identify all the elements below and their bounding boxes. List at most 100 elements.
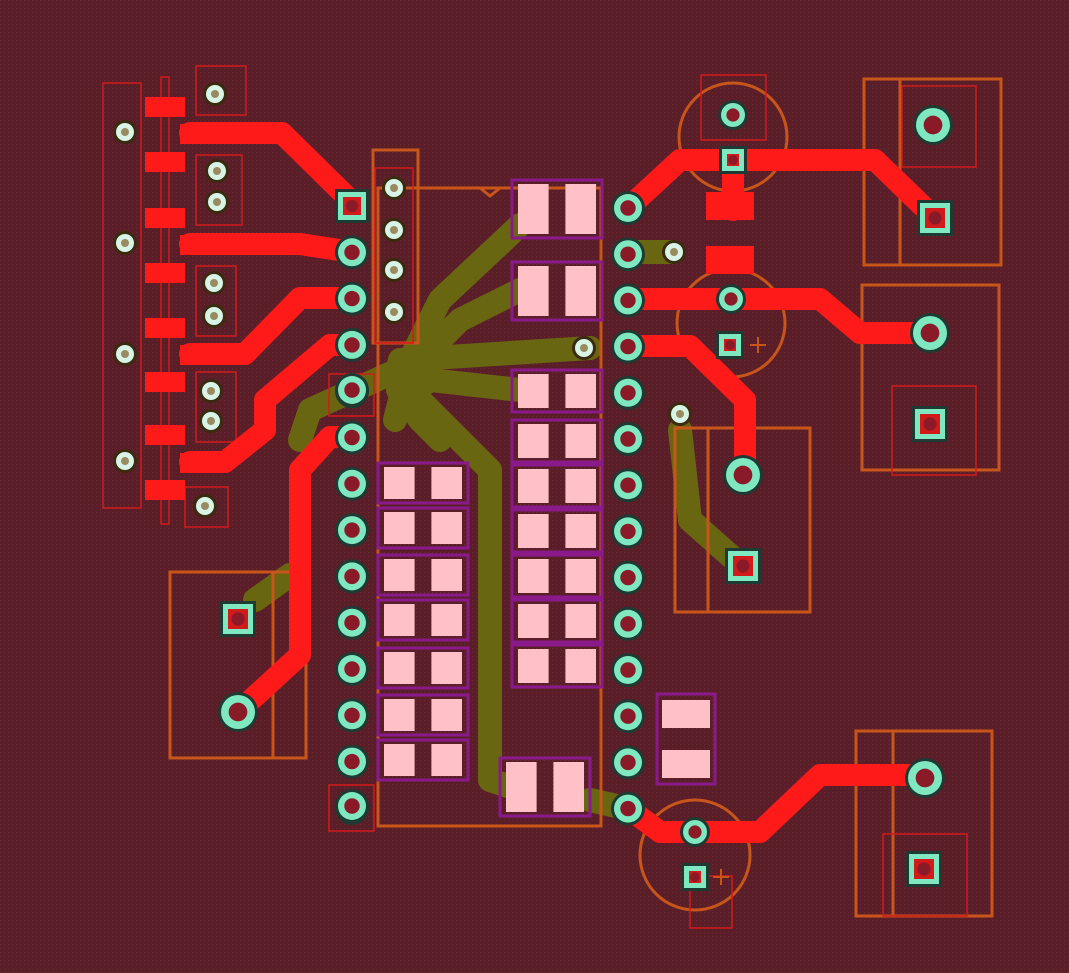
via-pad-drill [670, 248, 678, 256]
terminal-pad-square-drill [923, 417, 937, 431]
terminal-pad-drill [920, 323, 940, 343]
terminal-pad-square-drill [928, 211, 942, 225]
smd-component-outline [510, 178, 604, 240]
pad-drill [344, 798, 360, 814]
terminal-pad-square-drill [736, 559, 750, 573]
via-pad-drill [207, 387, 215, 395]
ic-pin-drill [620, 385, 636, 401]
via-pad-drill [210, 312, 218, 320]
smd-pad [384, 512, 415, 544]
via-pad-drill [201, 502, 209, 510]
via-pad-drill [207, 417, 215, 425]
smd-pad [145, 97, 185, 117]
terminal-outline-top-right [862, 77, 1003, 267]
ic-pin-drill [620, 523, 636, 540]
ic-pin-drill [344, 707, 360, 723]
terminal-pad-square-drill [917, 862, 931, 876]
cap-pad-square-drill [690, 872, 700, 882]
ic-pin-drill [620, 431, 636, 447]
via-pad-drill [213, 167, 221, 175]
terminal-outline-left [168, 570, 308, 760]
header-smd-pads [145, 97, 754, 500]
smd-pad [145, 318, 185, 338]
smd-component-outline [510, 508, 604, 554]
terminal-outline-mid-right [860, 283, 1001, 472]
ic-pin-drill [620, 616, 636, 632]
bottom-trace [668, 418, 747, 572]
smd-pad-cap-a [706, 192, 754, 220]
smd-component-outline [510, 643, 604, 689]
smd-pad [518, 374, 549, 408]
smd-pad [180, 345, 220, 365]
smd-pad [565, 649, 596, 683]
via-pad-drill [213, 198, 221, 206]
smd-pad [518, 514, 549, 548]
top-trace [617, 335, 756, 486]
ic-pin-drill [344, 429, 360, 446]
smd-pad [384, 604, 415, 636]
via-pad-drill [676, 410, 684, 418]
ic-pin-drill [620, 569, 636, 586]
ic-pin-drill [344, 615, 360, 631]
pad-drill [344, 382, 360, 398]
ic-pin-drill [620, 800, 636, 817]
bottom-trace [386, 378, 452, 452]
via-pad-drill [121, 128, 129, 136]
smd-pad [565, 374, 596, 408]
smd-component-outline [376, 461, 470, 505]
smd-pad [431, 744, 462, 776]
smd-pad [431, 512, 462, 544]
ic-pin-drill [620, 477, 636, 493]
smd-component-outline [376, 693, 470, 737]
smd-pad-cap-b [706, 246, 754, 274]
smd-pad [431, 699, 462, 731]
cap-pad-square-drill [725, 340, 735, 350]
smd-pad [384, 559, 415, 591]
smd-pad [565, 514, 596, 548]
bottom-trace [383, 336, 602, 392]
cap-pad-drill [724, 292, 738, 306]
ic-pin-drill [344, 290, 360, 307]
smd-pad [145, 372, 185, 392]
smd-pad [518, 266, 549, 316]
smd-pad [384, 744, 415, 776]
terminal-pad-drill [923, 115, 943, 135]
smd-pad [518, 469, 549, 503]
smd-pad [565, 184, 596, 234]
cap-pad-drill [726, 108, 740, 122]
smd-component-outline [510, 368, 604, 414]
polarity-marks [713, 337, 766, 885]
smd-pad [145, 152, 185, 172]
smd-pad [384, 467, 415, 499]
smd-pad [384, 652, 415, 684]
smd-pad [518, 649, 549, 683]
ic-pin-drill [620, 662, 636, 678]
ic-pin-drill [620, 708, 636, 724]
terminal-pad-drill [733, 465, 753, 485]
smd-pad [518, 604, 549, 638]
terminal-pad-square-drill [231, 612, 245, 626]
smd-pad [553, 762, 584, 812]
ic-pin-drill [344, 568, 360, 585]
smd-pad [565, 469, 596, 503]
cap-pad-drill [688, 825, 702, 839]
through-hole-pads [113, 82, 953, 891]
top-trace [617, 764, 936, 843]
via-pad-drill [121, 457, 129, 465]
smd-component-outline [655, 692, 717, 786]
via-pad-drill [121, 239, 129, 247]
top-trace [179, 233, 363, 263]
smd-component-outline [376, 738, 470, 782]
smd-pad [180, 124, 220, 144]
smd-pad [506, 762, 537, 812]
smd-pad [565, 266, 596, 316]
smd-resistor-arrays [376, 178, 717, 818]
ic-pin-drill [620, 246, 636, 262]
smd-pad [145, 208, 185, 228]
ic-pin-drill [344, 244, 360, 260]
smd-pad [145, 425, 185, 445]
smd-pad [145, 480, 185, 500]
ic-pin-drill [620, 200, 636, 216]
smd-pad [431, 604, 462, 636]
